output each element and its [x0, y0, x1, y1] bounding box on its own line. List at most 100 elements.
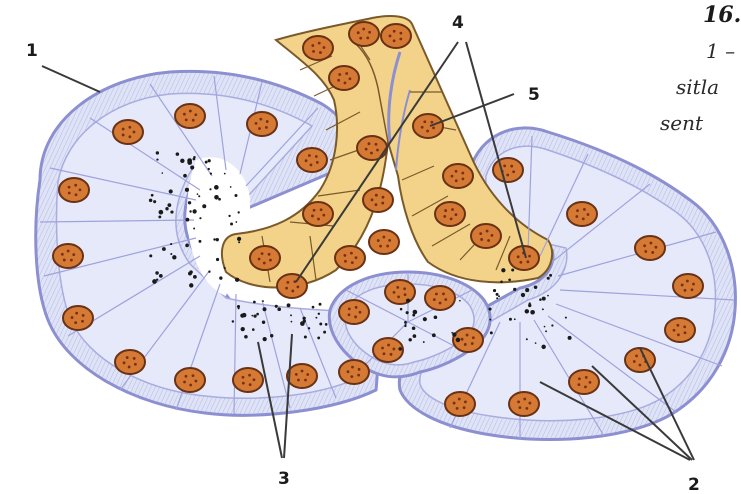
chromatin-dot: [375, 143, 378, 146]
granule: [308, 327, 310, 329]
granule: [230, 222, 233, 225]
chromatin-dot: [133, 357, 136, 360]
granule: [568, 336, 572, 340]
chromatin-dot: [344, 260, 347, 263]
chromatin-dot: [376, 149, 379, 152]
granule: [208, 159, 211, 162]
granule: [277, 307, 281, 311]
chromatin-dot: [517, 400, 520, 403]
chromatin-dot: [583, 208, 586, 211]
chromatin-dot: [399, 32, 402, 35]
nucleus: [63, 306, 93, 330]
chromatin-dot: [575, 215, 578, 218]
nucleus: [247, 112, 277, 136]
chromatin-dot: [82, 314, 85, 317]
chromatin-dot: [584, 385, 587, 388]
nucleus: [569, 370, 599, 394]
chromatin-dot: [192, 119, 195, 122]
granule: [400, 308, 403, 311]
chromatin-dot: [393, 39, 396, 42]
chromatin-dot: [377, 239, 380, 242]
granule: [496, 293, 499, 296]
chromatin-dot: [635, 355, 638, 358]
chromatin-dot: [633, 360, 636, 363]
chromatin-dot: [74, 321, 77, 324]
granule: [161, 172, 163, 174]
granule: [508, 278, 511, 281]
granule: [551, 324, 553, 326]
label-3: 3: [278, 469, 290, 489]
chromatin-dot: [466, 334, 469, 337]
granule: [170, 243, 172, 245]
chromatin-dot: [261, 252, 264, 255]
granule: [193, 158, 196, 161]
chromatin-dot: [183, 381, 186, 384]
nucleus: [635, 236, 665, 260]
chromatin-dot: [450, 218, 453, 221]
granule: [317, 337, 320, 340]
nucleus: [567, 202, 597, 226]
chromatin-dot: [510, 165, 513, 168]
chromatin-dot: [128, 366, 131, 369]
granule: [256, 313, 259, 316]
chromatin-dot: [68, 192, 71, 195]
granule: [199, 217, 201, 219]
chromatin-dot: [677, 333, 680, 336]
chromatin-dot: [319, 51, 322, 54]
granule: [205, 161, 208, 164]
chromatin-dot: [512, 170, 515, 173]
nucleus: [385, 280, 415, 304]
chromatin-dot: [463, 406, 466, 409]
chromatin-dot: [435, 293, 438, 296]
nucleus: [665, 318, 695, 342]
granule: [218, 198, 221, 201]
granule: [169, 189, 173, 193]
granule: [542, 308, 544, 310]
granule: [549, 274, 552, 277]
nucleus: [413, 114, 443, 138]
granule: [156, 158, 158, 160]
chromatin-dot: [639, 364, 642, 367]
chromatin-dot: [472, 336, 475, 339]
chromatin-dot: [503, 164, 506, 167]
chromatin-dot: [519, 261, 522, 264]
chromatin-dot: [439, 302, 442, 305]
chromatin-dot: [518, 406, 521, 409]
granule: [432, 333, 436, 337]
granule: [287, 303, 291, 307]
chromatin-dot: [392, 348, 395, 351]
chromatin-dot: [268, 253, 271, 256]
chromatin-dot: [61, 253, 64, 256]
chromatin-dot: [486, 230, 489, 233]
granule: [156, 151, 159, 154]
granule: [149, 254, 152, 257]
nucleus: [339, 300, 369, 324]
granule: [513, 288, 516, 291]
granule: [319, 323, 322, 326]
chromatin-dot: [528, 255, 531, 258]
nucleus: [339, 360, 369, 384]
granule: [197, 193, 199, 195]
granule: [188, 272, 192, 276]
granule: [159, 210, 164, 215]
chromatin-dot: [368, 142, 371, 145]
granule: [488, 307, 491, 310]
granule: [545, 330, 547, 332]
granule: [162, 247, 166, 251]
granule: [189, 283, 193, 287]
granule: [290, 314, 292, 316]
chromatin-dot: [387, 344, 390, 347]
granule: [434, 315, 438, 319]
nucleus: [471, 224, 501, 248]
granule: [210, 172, 212, 174]
granule: [406, 299, 410, 303]
granule: [170, 210, 173, 213]
chromatin-dot: [455, 213, 458, 216]
chromatin-dot: [72, 253, 75, 256]
chromatin-dot: [133, 131, 136, 134]
chromatin-dot: [371, 198, 374, 201]
chromatin-dot: [313, 209, 316, 212]
nucleus: [335, 246, 365, 270]
nucleus: [443, 164, 473, 188]
chromatin-dot: [183, 113, 186, 116]
